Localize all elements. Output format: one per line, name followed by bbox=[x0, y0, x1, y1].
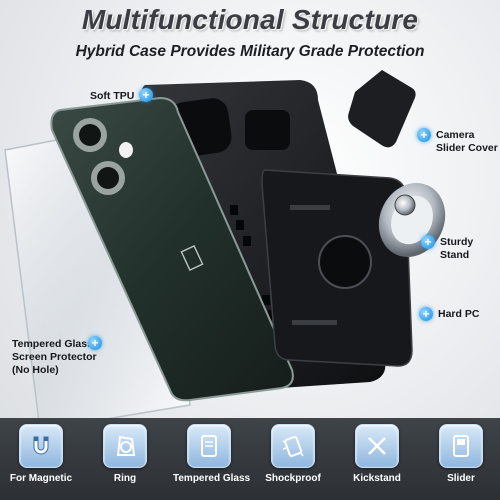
ring-icon bbox=[103, 424, 147, 468]
feature-shockproof: Shockproof bbox=[257, 424, 329, 484]
magnet-icon bbox=[19, 424, 63, 468]
feature-magnetic: For Magnetic bbox=[5, 424, 77, 484]
plus-marker-icon: + bbox=[417, 128, 431, 142]
camera-slider-cover bbox=[348, 70, 416, 148]
callout-soft-tpu: Soft TPU bbox=[90, 90, 135, 102]
page-subtitle: Hybrid Case Provides Military Grade Prot… bbox=[75, 43, 425, 60]
feature-strip: For Magnetic Ring Tempered Glass Shockpr… bbox=[0, 418, 500, 500]
slider-icon bbox=[439, 424, 483, 468]
callout-sturdy-stand: Sturdy Stand bbox=[440, 236, 474, 261]
feature-slider: Slider bbox=[425, 424, 497, 484]
feature-ring: Ring bbox=[89, 424, 161, 484]
callout-camera-cover: Camera Slider Cover bbox=[436, 129, 498, 154]
phone-body bbox=[50, 96, 294, 402]
glass-icon bbox=[187, 424, 231, 468]
plus-marker-icon: + bbox=[88, 336, 102, 350]
plus-marker-icon: + bbox=[419, 307, 433, 321]
callout-hard-pc: Hard PC bbox=[438, 308, 480, 320]
shockproof-icon bbox=[271, 424, 315, 468]
plus-marker-icon: + bbox=[421, 235, 435, 249]
page-title: Multifunctional Structure bbox=[81, 4, 419, 35]
feature-kickstand: Kickstand bbox=[341, 424, 413, 484]
plus-marker-icon: + bbox=[139, 88, 153, 102]
feature-tempered-glass: Tempered Glass bbox=[173, 424, 250, 484]
kickstand-icon bbox=[355, 424, 399, 468]
callout-tempered-glass: Tempered Glass Screen Protector (No Hole… bbox=[12, 338, 97, 376]
